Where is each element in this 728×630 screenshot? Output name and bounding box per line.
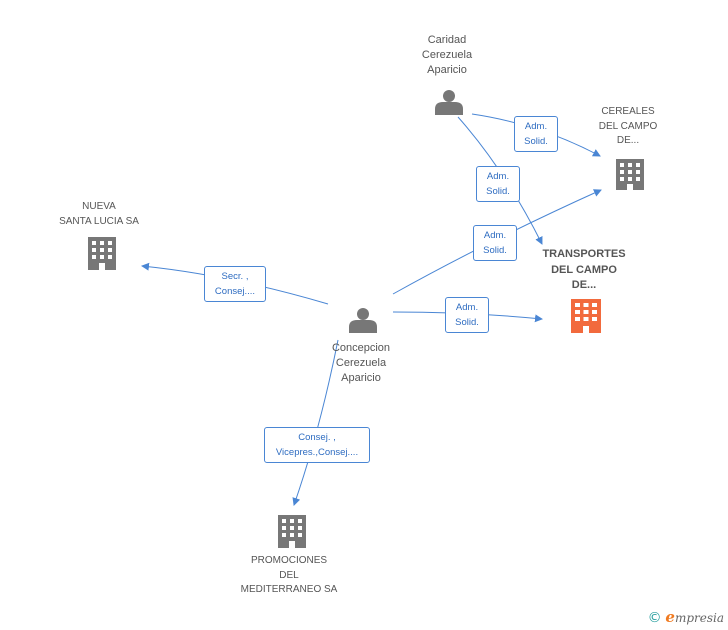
brand-footer: © empresia (648, 608, 724, 626)
relation-box-caridad-cereales[interactable]: Adm. Solid. (514, 116, 558, 152)
node-label-cereales[interactable]: CEREALES DEL CAMPO DE... (598, 106, 658, 146)
brand-logo-text: mpresia (674, 611, 724, 625)
relation-box-caridad-transportes[interactable]: Adm. Solid. (476, 166, 520, 202)
edge-concepcion-promociones (292, 339, 339, 506)
brand-logo-e: e (665, 608, 675, 626)
node-label-caridad[interactable]: Caridad Cerezuela Aparicio (421, 34, 473, 76)
node-label-concepcion[interactable]: Concepcion Cerezuela Aparicio (331, 342, 391, 384)
copyright-icon: © (647, 610, 662, 626)
relation-box-concepcion-promociones[interactable]: Consej. , Vicepres.,Consej.... (264, 427, 370, 463)
relation-box-concepcion-cereales[interactable]: Adm. Solid. (473, 225, 517, 261)
building-icon[interactable] (88, 237, 116, 270)
person-icon[interactable] (349, 308, 377, 333)
relation-box-concepcion-nueva[interactable]: Secr. , Consej.... (204, 266, 266, 302)
node-label-promociones[interactable]: PROMOCIONES DEL MEDITERRANEO SA (240, 555, 338, 595)
building-icon[interactable] (278, 515, 306, 548)
node-label-nueva[interactable]: NUEVA SANTA LUCIA SA (59, 201, 139, 227)
building-icon-highlighted[interactable] (571, 299, 601, 333)
person-icon[interactable] (435, 90, 463, 115)
node-label-transportes[interactable]: TRANSPORTES DEL CAMPO DE... (542, 248, 626, 291)
relation-box-concepcion-transportes[interactable]: Adm. Solid. (445, 297, 489, 333)
building-icon[interactable] (616, 159, 644, 190)
